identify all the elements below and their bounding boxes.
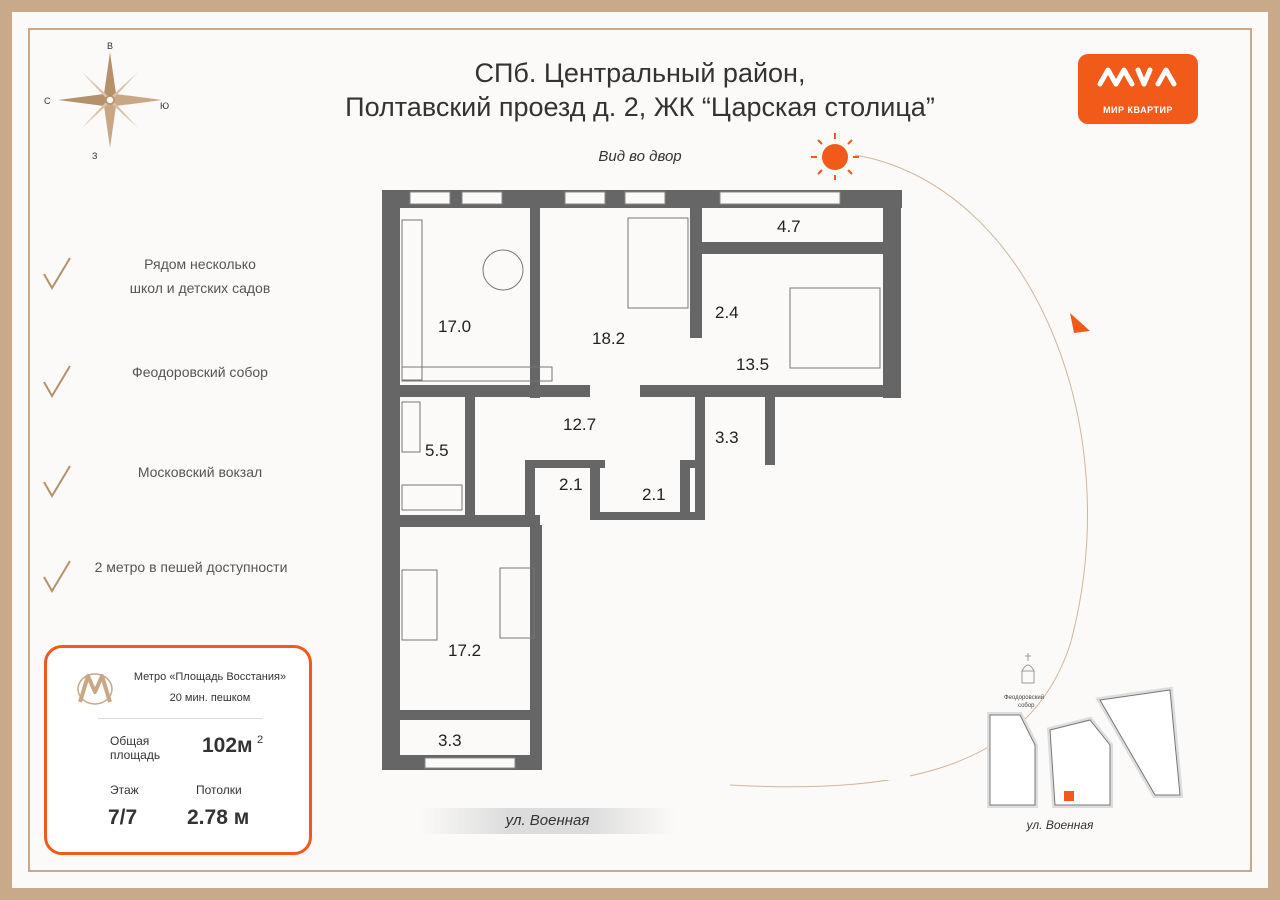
feature-item: 2 метро в пешей доступности xyxy=(40,555,310,595)
metro-walk-time: 20 мин. пешком xyxy=(169,692,251,704)
feature-item: Московский вокзал xyxy=(40,460,310,500)
compass-west-label: С xyxy=(44,96,51,106)
room-balcony-top-label: 4.7 xyxy=(777,217,801,236)
checkmark-icon xyxy=(43,365,71,398)
street-bar xyxy=(420,808,675,834)
compass-south-label: З xyxy=(92,151,97,161)
area-value: 102м xyxy=(202,734,253,757)
mir-kvartir-logo-icon xyxy=(1097,67,1177,87)
ceiling-value: 2.78 м xyxy=(187,806,250,829)
title-line-2: Полтавский проезд д. 2, ЖК “Царская стол… xyxy=(345,92,935,122)
checkmark-icon xyxy=(43,560,71,593)
map-buildings xyxy=(989,689,1181,806)
room-closet-label: 2.4 xyxy=(715,303,739,322)
compass-needle-north xyxy=(104,52,116,100)
card-divider xyxy=(98,718,263,719)
feature-text-line-1: 2 метро в пешей доступности xyxy=(94,559,288,575)
sun-icon xyxy=(811,133,859,181)
checkmark-icon xyxy=(43,257,71,290)
feature-text-line-1: Рядом несколько xyxy=(144,256,256,272)
map-street-label: ул. Военная xyxy=(1026,818,1094,832)
checkmark-icon xyxy=(43,465,71,498)
page-title: СПб. Центральный район, Полтавский проез… xyxy=(280,56,1000,124)
floor-value: 7/7 xyxy=(108,806,138,829)
room-storage-label: 2.1 xyxy=(559,475,583,494)
logo-text: МИР КВАРТИР xyxy=(1103,105,1173,115)
metro-icon xyxy=(77,673,113,705)
cathedral-icon xyxy=(1021,653,1035,684)
brand-logo[interactable]: МИР КВАРТИР xyxy=(1078,54,1198,124)
inner-border xyxy=(28,28,1252,872)
feature-text-line-1: Московский вокзал xyxy=(137,464,263,480)
compass-needle-west xyxy=(58,94,110,106)
apartment-marker xyxy=(1064,791,1074,801)
sun-direction-arrow-icon xyxy=(1070,313,1090,333)
compass-needle-east xyxy=(110,94,162,106)
room-bedroom-label: 13.5 xyxy=(736,355,769,374)
feature-item: Рядом несколько школ и детских садов xyxy=(40,252,310,296)
windows xyxy=(409,191,841,769)
room-bathroom-label: 5.5 xyxy=(425,441,449,460)
floor-plan: 17.0 18.2 4.7 2.4 13.5 5.5 12.7 3.3 2.1 … xyxy=(370,180,910,780)
room-bottom-label: 17.2 xyxy=(448,641,481,660)
compass-north-label: В xyxy=(107,41,113,51)
feature-text-line-2: школ и детских садов xyxy=(129,280,271,296)
room-wc-label: 2.1 xyxy=(642,485,666,504)
location-map: Феодоровский собор xyxy=(987,653,1184,808)
room-kitchen-label: 17.0 xyxy=(438,317,471,336)
metro-name: Метро «Площадь Восстания» xyxy=(133,671,287,683)
room-hall-label: 12.7 xyxy=(563,415,596,434)
furniture xyxy=(401,217,881,641)
area-label-line-2: площадь xyxy=(110,748,161,762)
room-balcony-bottom-label: 3.3 xyxy=(438,731,462,750)
cathedral-label-line-2: собор xyxy=(1018,703,1035,709)
cathedral-label-line-1: Феодоровский xyxy=(1004,694,1044,701)
area-unit-superscript: 2 xyxy=(257,734,264,746)
area-label: Общая площадь xyxy=(110,734,180,762)
room-living-label: 18.2 xyxy=(592,329,625,348)
floor-label: Этаж xyxy=(110,783,139,797)
title-line-1: СПб. Центральный район, xyxy=(474,58,806,88)
feature-item: Феодоровский собор xyxy=(40,360,310,400)
room-hall-small-label: 3.3 xyxy=(715,428,739,447)
compass-rose-icon: В С Ю З xyxy=(44,41,169,161)
feature-text-line-1: Феодоровский собор xyxy=(132,364,268,380)
view-label: Вид во двор xyxy=(598,148,682,165)
street-label: ул. Военная xyxy=(505,812,590,829)
area-label-line-1: Общая xyxy=(110,734,150,748)
compass-east-label: Ю xyxy=(160,101,169,111)
ceiling-label: Потолки xyxy=(196,783,242,797)
compass-needle-south xyxy=(104,100,116,148)
